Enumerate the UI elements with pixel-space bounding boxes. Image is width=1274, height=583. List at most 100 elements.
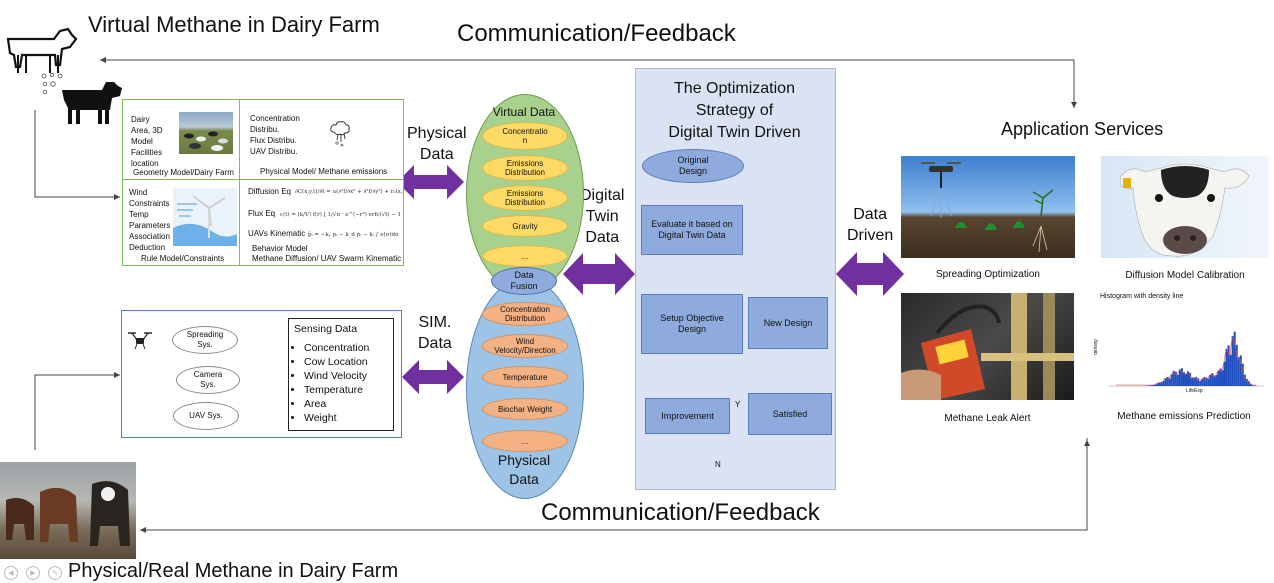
satisfied-node: Satisfied <box>748 393 832 435</box>
diffusion-eq-label: Diffusion Eq <box>248 186 291 197</box>
farm-to-sim-line <box>35 375 120 450</box>
behavior-model-subcaption: Methane Diffusion/ UAV Swarm Kinematic <box>252 253 401 264</box>
evaluate-node: Evaluate it based on Digital Twin Data <box>641 205 743 255</box>
histogram-bar <box>1209 375 1211 386</box>
diffusion-caption: Diffusion Model Calibration <box>1101 270 1269 281</box>
nav-back-icon[interactable]: ◀ <box>4 566 18 580</box>
uav-kinematic-eq: p̈ᵢ = −kₚ pᵢ − k_d ṗᵢ − kᵢ ∫ e(σ)dσ <box>308 230 399 241</box>
sensing-item: Weight <box>304 411 369 425</box>
spreading-sys: Spreading Sys. <box>172 326 238 354</box>
double-arrow-digital-twin <box>563 253 635 295</box>
new-design-node: New Design <box>748 297 828 349</box>
histogram-bar <box>1217 371 1219 386</box>
histogram-bar <box>1177 375 1179 386</box>
physical-data-label: Physical Data <box>407 123 467 165</box>
histogram-ylabel: density <box>1094 339 1099 355</box>
spreading-photo <box>901 156 1075 258</box>
histogram-bar <box>1224 362 1226 386</box>
histogram-bar <box>1185 374 1187 386</box>
behavior-model-box: Diffusion Eq ∂C(x,y,t)/∂t = u(∂²f/∂x² + … <box>239 179 404 266</box>
flux-eq: c(t) = (k/V) f(r) [ 1/√π · e^(−r²) erfc(… <box>280 210 404 221</box>
histogram-bar <box>1215 375 1217 386</box>
histogram-bar <box>1207 379 1209 386</box>
wind-turbine-icon <box>173 188 237 246</box>
histogram-bar <box>1193 377 1195 386</box>
nav-pen-icon[interactable]: ✎ <box>48 566 62 580</box>
data-fusion: Data Fusion <box>491 267 557 295</box>
virtual-farm-title: Virtual Methane in Dairy Farm <box>88 12 380 38</box>
histogram-bar <box>1226 349 1228 386</box>
virtual-item: Emissions Distribution <box>482 155 568 181</box>
physical-data-title: Physical Data <box>466 451 582 489</box>
geometry-model-caption: Geometry Model/Dairy Farm <box>133 167 234 178</box>
virtual-item: Emissions Distribution <box>482 185 568 211</box>
diffusion-photo <box>1101 156 1269 258</box>
methane-cloud-icon <box>328 120 352 148</box>
physical-farm-title: Physical/Real Methane in Dairy Farm <box>68 560 398 583</box>
sensing-item: Area <box>304 397 369 411</box>
sensing-item: Temperature <box>304 383 369 397</box>
comm-feedback-bottom: Communication/Feedback <box>541 499 820 527</box>
sensing-item: Concentration <box>304 341 369 355</box>
double-arrow-sim <box>402 360 464 394</box>
no-label: N <box>715 460 721 469</box>
histogram-bar <box>1148 385 1150 386</box>
histogram-title: Histogram with density line <box>1100 293 1183 300</box>
digital-twin-data-label: Digital Twin Data <box>580 185 624 248</box>
histogram-xlabel: LifeExp <box>1186 388 1203 394</box>
histogram-bar <box>1221 370 1223 386</box>
histogram-bar <box>1191 377 1193 386</box>
histogram-bar <box>1213 375 1215 386</box>
physical-item: Temperature <box>482 366 568 388</box>
histogram-bar <box>1238 357 1240 386</box>
leak-alert-photo <box>901 293 1074 400</box>
geometry-model-box: Dairy Area, 3D Model Facilities location… <box>122 99 241 181</box>
physical-item: Biochar Weight <box>482 398 568 420</box>
original-design-node: Original Design <box>642 149 744 183</box>
sensing-data-box: Sensing Data Concentration Cow Location … <box>288 318 394 431</box>
physical-model-caption: Physical Model/ Methane emissions <box>260 166 387 177</box>
sim-data-label: SIM. Data <box>418 312 452 354</box>
camera-sys: Camera Sys. <box>176 366 240 394</box>
setup-objective-node: Setup Objective Design <box>641 294 743 354</box>
nav-forward-icon[interactable]: ▶ <box>26 566 40 580</box>
virtual-item: Gravity <box>482 215 568 237</box>
histogram-bar <box>1232 336 1234 386</box>
cow-outline-icon <box>2 25 78 77</box>
farm-thumbnail <box>179 112 233 154</box>
app-services-title: Application Services <box>1001 119 1163 140</box>
histogram-bar <box>1179 369 1181 386</box>
histogram-bar <box>1199 381 1201 386</box>
double-arrow-physical <box>397 165 464 199</box>
comm-feedback-top: Communication/Feedback <box>457 20 736 48</box>
improvement-node: Improvement <box>645 398 730 434</box>
flux-eq-label: Flux Eq <box>248 208 275 219</box>
histogram-bar <box>1171 374 1173 386</box>
virtual-item: Concentratio n <box>482 122 568 150</box>
histogram-bar <box>1230 355 1232 386</box>
physical-model-box: Concentration Distribu. Flux Distribu. U… <box>239 99 404 181</box>
histogram-bar <box>1161 382 1163 386</box>
sensing-data-list: Concentration Cow Location Wind Velocity… <box>291 341 369 425</box>
leak-alert-caption: Methane Leak Alert <box>901 413 1074 424</box>
prediction-histogram: Histogram with density line LifeExp dens… <box>1094 290 1266 398</box>
histogram-bar <box>1163 381 1165 386</box>
diffusion-eq: ∂C(x,y,t)/∂t = u(∂²f/∂x² + ∂²f/∂y²) + r₀… <box>295 187 404 198</box>
geometry-model-text: Dairy Area, 3D Model Facilities location <box>131 114 163 169</box>
histogram-bar <box>1165 378 1167 386</box>
virtual-item: ... <box>482 245 568 267</box>
physical-farm-photo <box>0 462 136 559</box>
histogram-bar <box>1201 379 1203 386</box>
physical-item: ... <box>482 430 568 452</box>
sensing-item: Cow Location <box>304 355 369 369</box>
spreading-caption: Spreading Optimization <box>901 269 1075 280</box>
uav-kinematic-label: UAVs Kinematic <box>248 228 305 239</box>
physical-item: Concentration Distribution <box>482 302 568 326</box>
double-arrow-data-driven <box>836 252 904 296</box>
drone-icon <box>126 329 154 351</box>
rule-model-box: Wind Constraints Temp Parameters Associa… <box>122 179 241 266</box>
physical-model-text: Concentration Distribu. Flux Distribu. U… <box>250 113 300 157</box>
rule-model-text: Wind Constraints Temp Parameters Associa… <box>129 187 170 253</box>
cow-solid-icon <box>58 80 124 126</box>
virtual-data-title: Virtual Data <box>466 105 582 119</box>
